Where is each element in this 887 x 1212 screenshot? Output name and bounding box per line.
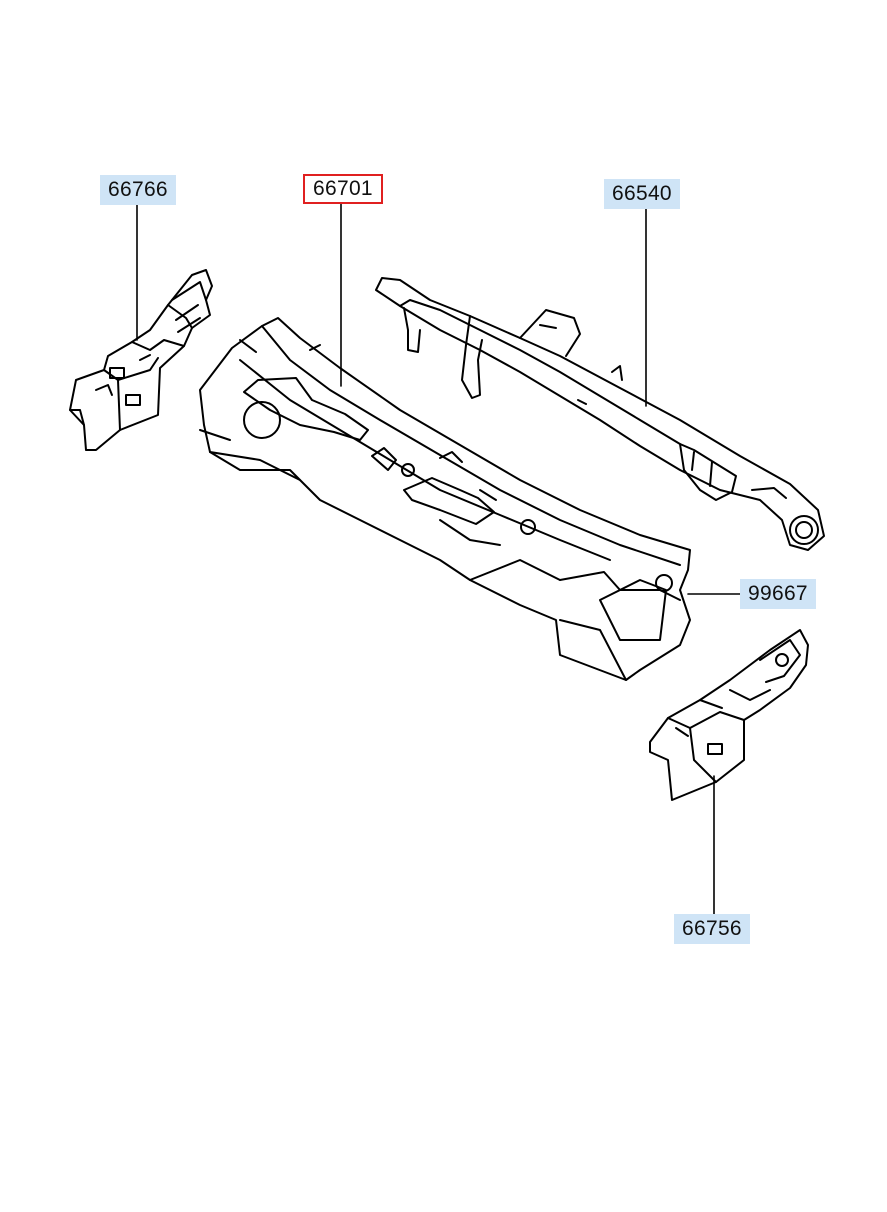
part-callout-66701[interactable]: 66701 [303,174,383,204]
part-callout-66766[interactable]: 66766 [100,175,176,205]
cowl-top-panel-icon [199,317,691,681]
part-callout-66540[interactable]: 66540 [604,179,680,209]
side-bracket-right-icon [649,629,809,801]
cowl-cross-member-icon [375,277,825,551]
part-callout-99667[interactable]: 99667 [740,579,816,609]
side-bracket-left-icon [69,269,213,451]
part-callout-66756[interactable]: 66756 [674,914,750,944]
